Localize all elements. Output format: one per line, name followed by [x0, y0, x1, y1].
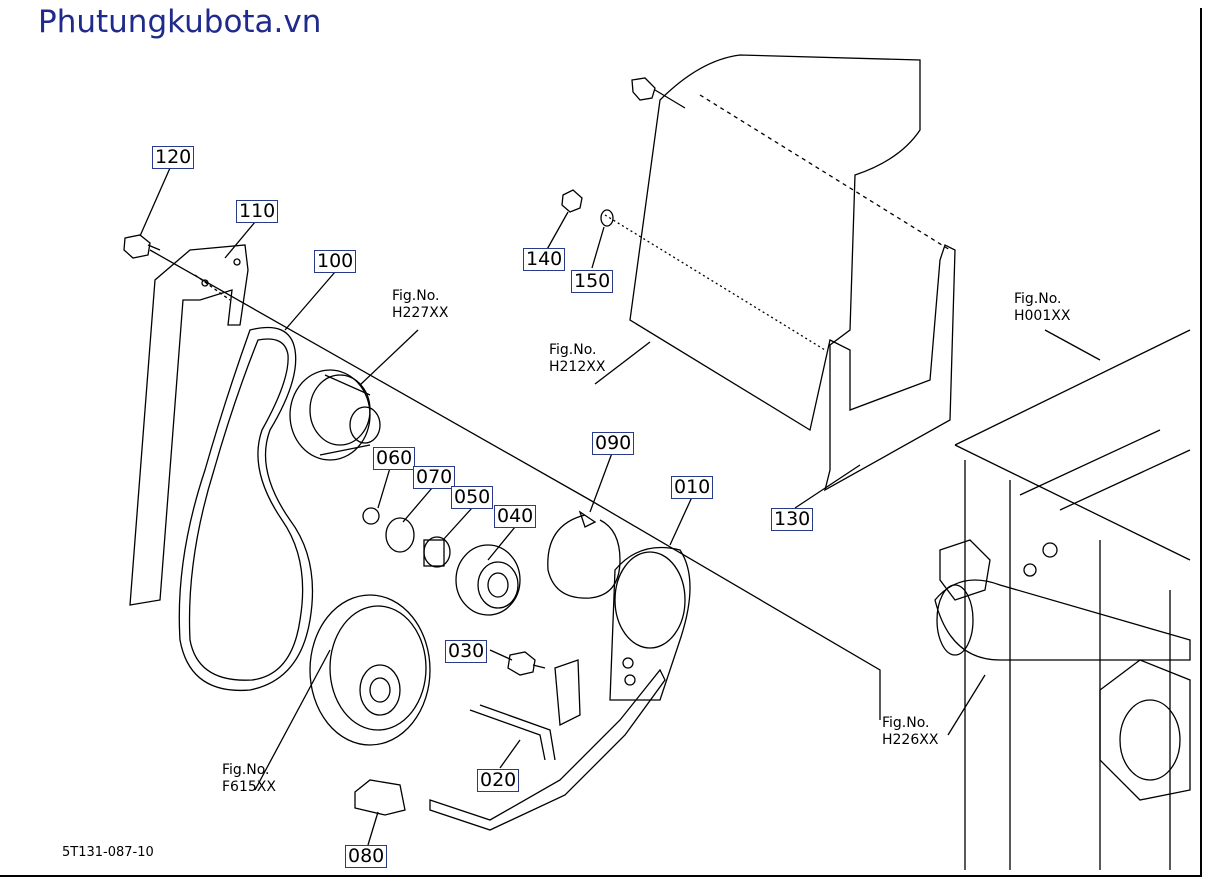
part-callout-060[interactable]: 060: [373, 447, 416, 470]
diagram-code: 5T131-087-10: [62, 845, 154, 860]
part-callout-110[interactable]: 110: [236, 200, 279, 223]
part-callout-140[interactable]: 140: [523, 248, 566, 271]
fig-ref-label: Fig.No.: [222, 762, 270, 778]
handle-080: [354, 779, 406, 816]
fig-ref-h226[interactable]: Fig.No. H226XX: [882, 715, 938, 749]
idler-pulley-040: [455, 544, 521, 616]
fig-ref-code: H001XX: [1014, 308, 1071, 324]
crank-pulley-f615: [309, 594, 431, 746]
fig-ref-label: Fig.No.: [549, 342, 597, 358]
part-callout-070[interactable]: 070: [413, 466, 456, 489]
fig-ref-code: F615XX: [222, 779, 276, 795]
part-callout-020[interactable]: 020: [477, 769, 520, 792]
part-callout-130[interactable]: 130: [771, 508, 814, 531]
frame-border-right: [1200, 8, 1202, 876]
part-callout-030[interactable]: 030: [445, 640, 488, 663]
bolt-140: [561, 189, 583, 213]
part-callout-050[interactable]: 050: [451, 486, 494, 509]
pulley-h227: [289, 369, 371, 461]
part-callout-120[interactable]: 120: [152, 146, 195, 169]
snap-ring-060: [362, 507, 380, 525]
bearing-050: [423, 536, 451, 568]
part-callout-150[interactable]: 150: [571, 270, 614, 293]
fig-ref-code: H226XX: [882, 732, 939, 748]
washer-150: [600, 209, 614, 227]
fig-ref-label: Fig.No.: [1014, 291, 1062, 307]
circlip-090: [547, 514, 621, 599]
ring-070: [385, 517, 415, 553]
fig-ref-f615[interactable]: Fig.No. F615XX: [222, 762, 276, 796]
rod-020: [469, 704, 556, 761]
fig-ref-h001[interactable]: Fig.No. H001XX: [1014, 291, 1070, 325]
frame-h001: [954, 329, 1191, 870]
part-callout-090[interactable]: 090: [592, 432, 635, 455]
fig-ref-code: H227XX: [392, 305, 449, 321]
part-callout-010[interactable]: 010: [671, 476, 714, 499]
bolt-030: [507, 651, 536, 676]
fig-ref-h212[interactable]: Fig.No. H212XX: [549, 342, 605, 376]
fig-ref-code: H212XX: [549, 359, 606, 375]
fig-ref-h227[interactable]: Fig.No. H227XX: [392, 288, 448, 322]
frame-border-bottom: [0, 875, 1202, 877]
cover-130: [629, 54, 956, 492]
fig-ref-label: Fig.No.: [882, 715, 930, 731]
bracket-110: [129, 244, 249, 606]
bolt-120: [123, 234, 151, 259]
part-callout-040[interactable]: 040: [494, 505, 537, 528]
watermark-logo: Phutungkubota.vn: [38, 4, 322, 40]
fig-ref-label: Fig.No.: [392, 288, 440, 304]
part-callout-080[interactable]: 080: [345, 845, 388, 868]
v-belt-100: [178, 326, 314, 692]
tension-arm-010: [609, 546, 691, 701]
part-callout-100[interactable]: 100: [314, 250, 357, 273]
